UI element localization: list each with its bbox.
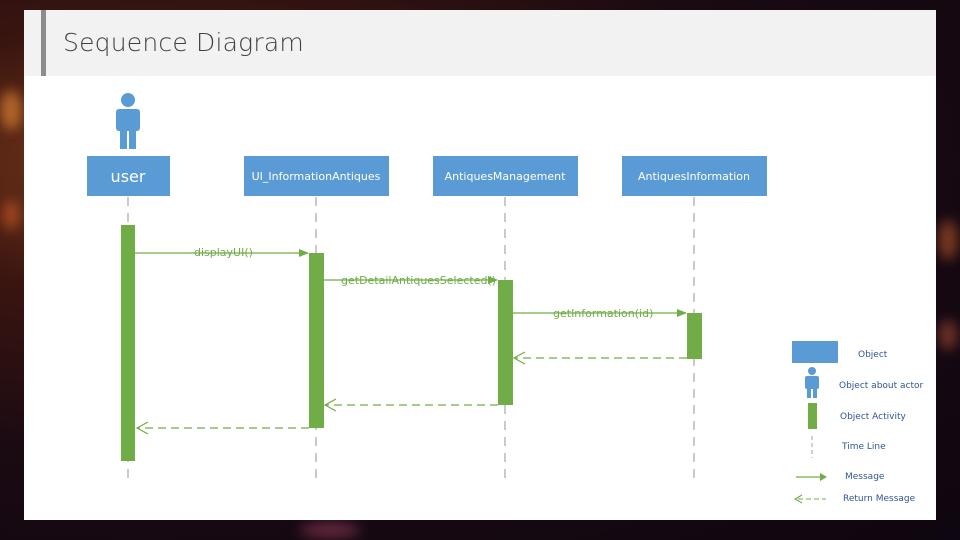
slide-title: Sequence Diagram — [63, 28, 304, 57]
title-accent-bar — [41, 10, 46, 76]
object-ui-information-antiques: UI_InformationAntiques — [244, 156, 389, 196]
object-label: user — [111, 167, 146, 186]
slide: Sequence Diagram user UI_InformationAnti… — [24, 10, 936, 520]
legend-timeline-label: Time Line — [841, 442, 886, 452]
activation-bar-antiques-information — [687, 313, 702, 359]
title-bar: Sequence Diagram — [24, 10, 936, 76]
return-message-display — [135, 421, 309, 435]
return-message-detail — [323, 398, 498, 412]
legend-object-label: Object — [858, 350, 888, 360]
activation-bar-ui-information-antiques — [309, 253, 324, 428]
object-label: AntiquesManagement — [445, 170, 566, 183]
object-user: user — [87, 156, 170, 196]
legend-actor-icon — [805, 367, 819, 398]
background-glow — [938, 220, 958, 260]
background-glow — [2, 200, 20, 230]
message-label: getDetailAntiquesSelected() — [341, 274, 496, 287]
object-antiques-management: AntiquesManagement — [433, 156, 578, 196]
legend-return-message-label: Return Message — [843, 494, 916, 504]
legend-message-label: Message — [845, 472, 885, 482]
legend: Object Object about actor Object Activit… — [792, 341, 923, 504]
object-antiques-information: AntiquesInformation — [622, 156, 767, 196]
activation-bar-user — [121, 225, 135, 461]
legend-activity-label: Object Activity — [840, 412, 907, 422]
message-label: displayUI() — [194, 246, 253, 259]
return-message-information — [512, 351, 687, 365]
legend-activity-swatch — [808, 403, 817, 429]
message-get-detail-antiques-selected: getDetailAntiquesSelected() — [324, 274, 498, 287]
background-glow — [938, 320, 958, 350]
message-display-ui: displayUI() — [135, 246, 309, 259]
message-get-information-id: getInformation(id) — [513, 307, 687, 320]
actor-icon — [116, 93, 140, 149]
sequence-diagram: user UI_InformationAntiques AntiquesMana… — [87, 93, 923, 504]
message-label: getInformation(id) — [553, 307, 653, 320]
object-label: UI_InformationAntiques — [252, 170, 381, 183]
background-glow — [300, 522, 360, 538]
legend-object-swatch — [792, 341, 838, 363]
background-glow — [0, 90, 22, 130]
legend-actor-label: Object about actor — [839, 381, 923, 391]
activation-bar-antiques-management — [498, 280, 513, 405]
object-label: AntiquesInformation — [638, 170, 750, 183]
